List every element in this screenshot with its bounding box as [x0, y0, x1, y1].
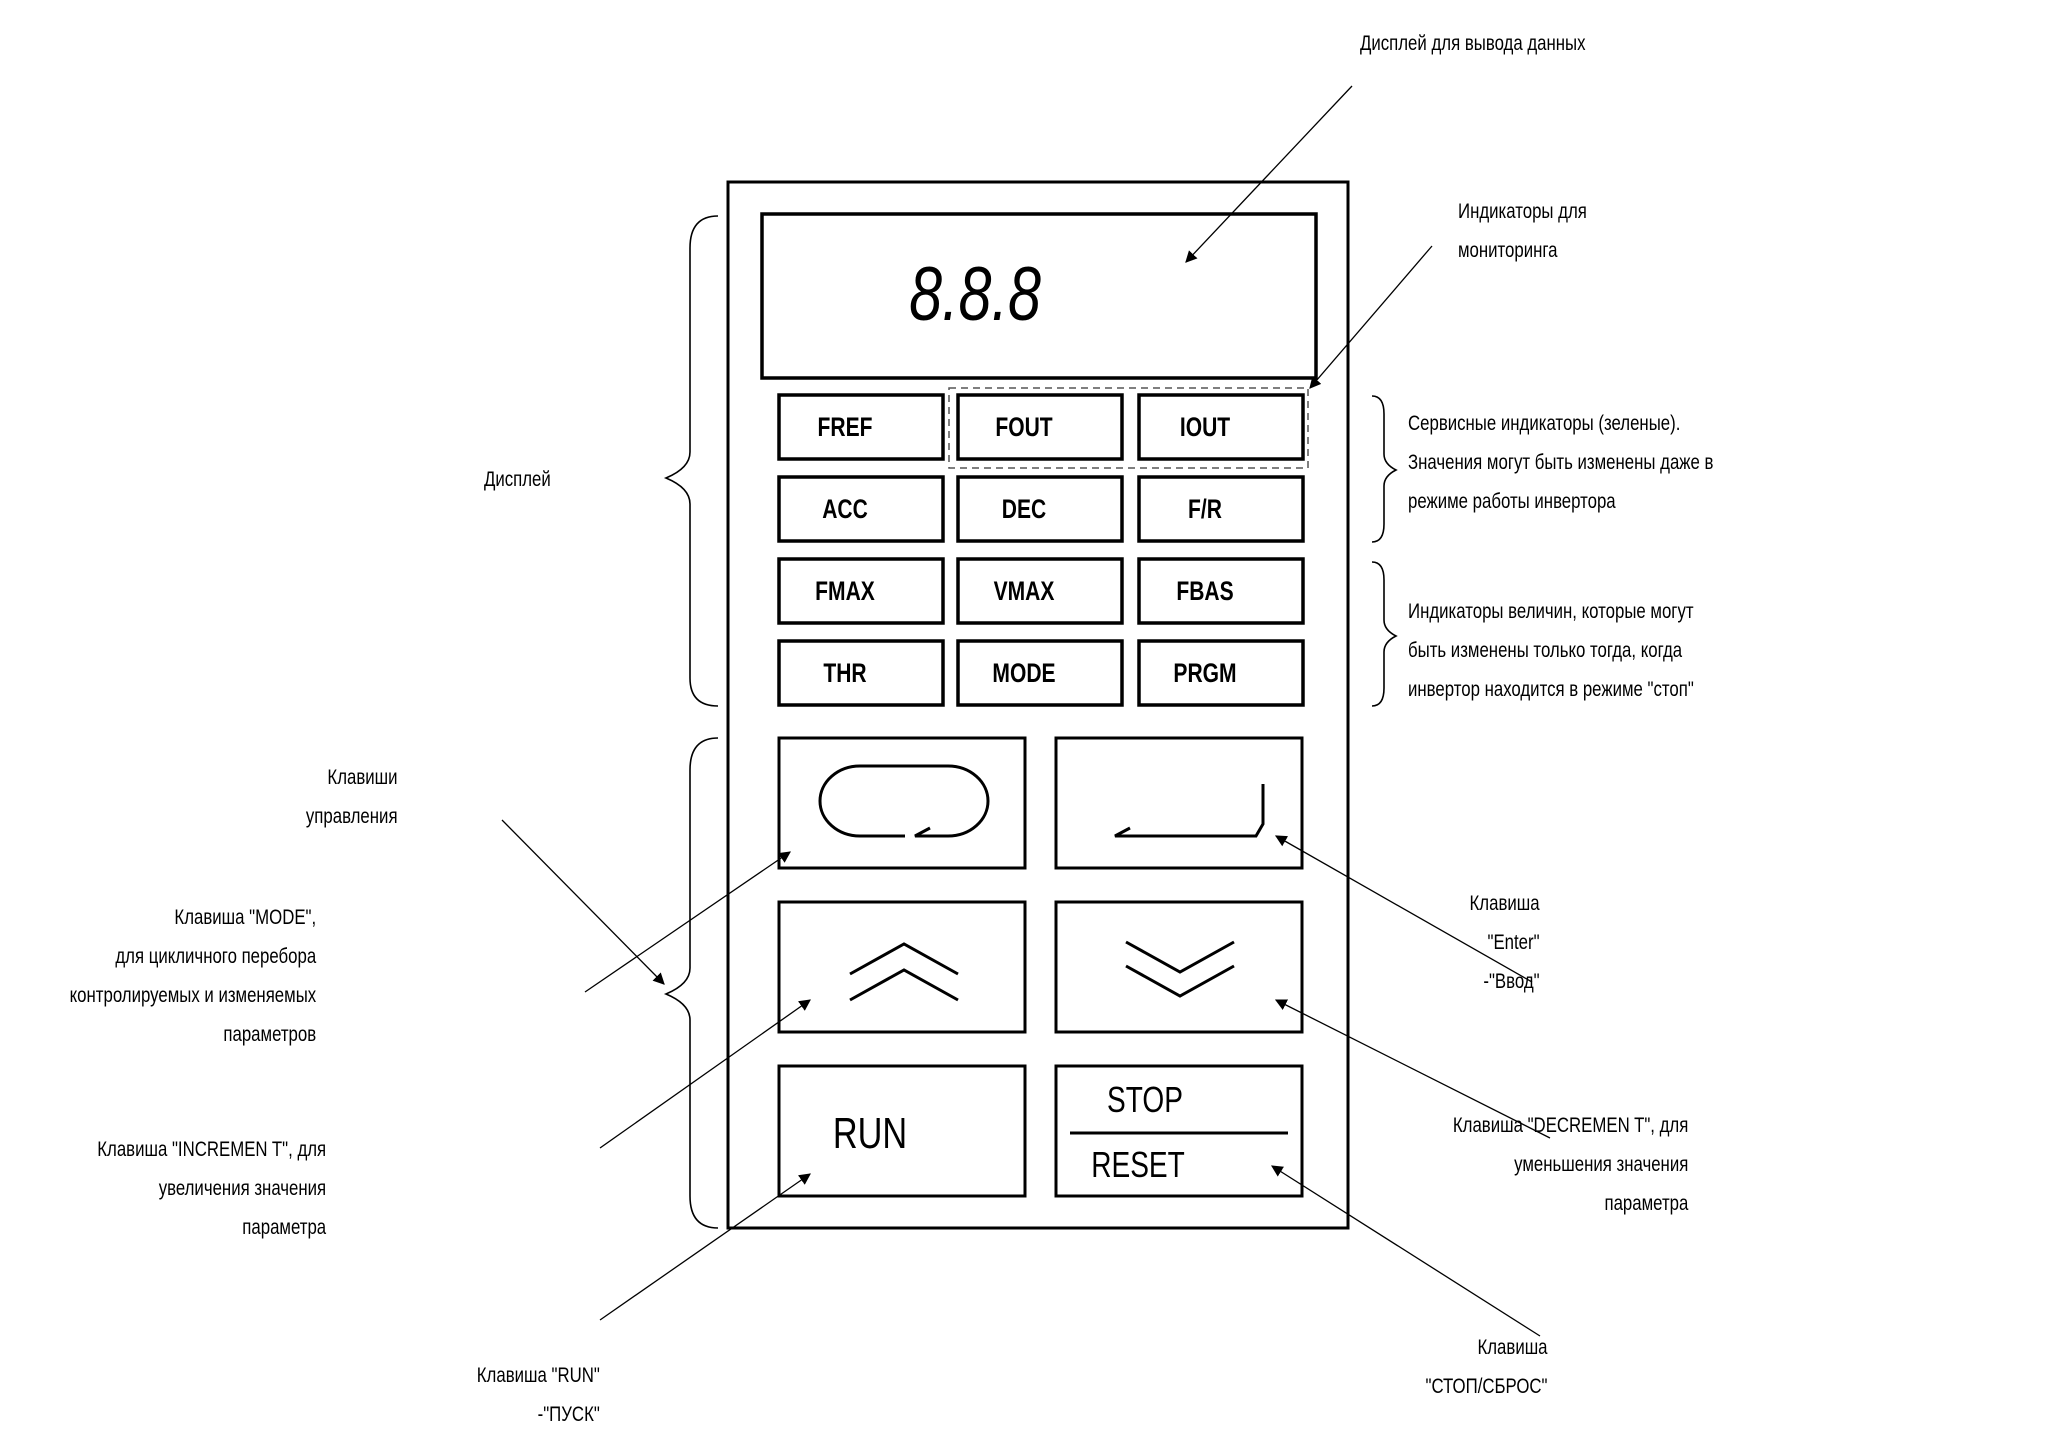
control-keys-brace [663, 737, 719, 1229]
indicator-box [1137, 639, 1305, 707]
indicator-label: FMAX [815, 577, 875, 607]
indicator-grid: FREF FOUT IOUT ACC DEC F/R FMAX VMAX FBAS THR MODE… [777, 393, 1305, 707]
increment-key[interactable] [777, 900, 1027, 1034]
run-key[interactable]: RUN [777, 1064, 1027, 1198]
indicator-fmax: FMAX [777, 557, 945, 625]
indicator-label: FBAS [1176, 577, 1233, 607]
chevron-down-icon [1125, 940, 1235, 998]
indicator-box [777, 557, 945, 625]
label-monitor-indicators: Индикаторы для мониторинга [1458, 200, 1587, 262]
stop-indicators-brace [1371, 561, 1398, 707]
label-run-key: Клавиша "RUN" -"ПУСК" [476, 1364, 600, 1426]
service-indicators-brace [1371, 395, 1398, 543]
indicator-fout: FOUT [956, 393, 1124, 461]
indicator-box [956, 475, 1124, 543]
indicator-box [777, 475, 945, 543]
indicator-label: THR [823, 659, 866, 689]
indicator-box [777, 639, 945, 707]
monitor-indicator-frame [948, 387, 1309, 469]
stop-key-label: STOP [1107, 1080, 1183, 1120]
indicator-acc: ACC [777, 475, 945, 543]
run-key-label: RUN [833, 1109, 907, 1158]
indicator-label: ACC [822, 495, 868, 525]
chevron-up-icon [849, 942, 959, 1002]
leader-display-output [1185, 85, 1353, 263]
indicator-label: DEC [1002, 495, 1046, 525]
label-stop-indicators: Индикаторы величин, которые могут быть и… [1408, 600, 1694, 701]
indicator-box [777, 393, 945, 461]
indicator-f-r: F/R [1137, 475, 1305, 543]
indicator-vmax: VMAX [956, 557, 1124, 625]
label-service-indicators: Сервисные индикаторы (зеленые). Значения… [1408, 412, 1714, 513]
label-mode-key: Клавиша "MODE", для цикличного перебора … [69, 906, 316, 1046]
enter-icon [1114, 784, 1265, 838]
label-stop-key: Клавиша "СТОП/СБРОС" [1425, 1336, 1548, 1398]
indicator-box [1137, 475, 1305, 543]
leader-increment-key [599, 999, 811, 1149]
label-increment-key: Клавиша "INCREMEN T", для увеличения зна… [97, 1138, 326, 1239]
indicator-fbas: FBAS [1137, 557, 1305, 625]
indicator-fref: FREF [777, 393, 945, 461]
label-display: Дисплей [484, 468, 551, 491]
leader-enter-key [1274, 835, 1533, 983]
leader-run-key [599, 1173, 811, 1321]
indicator-iout: IOUT [1137, 393, 1305, 461]
indicator-label: IOUT [1180, 413, 1230, 443]
label-display-output: Дисплей для вывода данных [1360, 32, 1586, 55]
indicator-label: PRGM [1173, 659, 1236, 689]
leader-decrement-key [1274, 999, 1551, 1139]
indicator-mode: MODE [956, 639, 1124, 707]
indicator-label: VMAX [994, 577, 1055, 607]
display-brace [663, 215, 719, 707]
stop-reset-key[interactable]: STOP RESET [1054, 1064, 1304, 1198]
indicator-box [956, 557, 1124, 625]
leader-mode-key [584, 851, 791, 993]
mode-key[interactable] [777, 736, 1027, 870]
display-readout: 8.8.8 [909, 252, 1041, 337]
leader-monitor-indicators [1309, 245, 1433, 389]
leader-lines [501, 85, 1551, 1337]
indicator-prgm: PRGM [1137, 639, 1305, 707]
indicator-label: MODE [992, 659, 1055, 689]
decrement-key[interactable] [1054, 900, 1304, 1034]
keypad-body [726, 180, 1350, 1230]
reset-key-label: RESET [1091, 1145, 1185, 1185]
indicator-box [956, 639, 1124, 707]
enter-key[interactable] [1054, 736, 1304, 870]
label-control-keys: Клавиши управления [306, 766, 398, 828]
label-decrement-key: Клавиша "DECREMEN T", для уменьшения зна… [1452, 1114, 1688, 1215]
indicator-label: FOUT [995, 413, 1052, 443]
leader-control-keys [501, 819, 665, 985]
indicator-dec: DEC [956, 475, 1124, 543]
leader-stop-key [1271, 1165, 1541, 1337]
indicator-box [1137, 557, 1305, 625]
indicator-box [956, 393, 1124, 461]
display-window [760, 212, 1318, 380]
indicator-label: F/R [1188, 495, 1222, 525]
label-enter-key: Клавиша "Enter" -"Ввод" [1469, 892, 1540, 993]
mode-cycle-icon [818, 764, 990, 838]
indicator-label: FREF [818, 413, 873, 443]
indicator-box [1137, 393, 1305, 461]
indicator-thr: THR [777, 639, 945, 707]
